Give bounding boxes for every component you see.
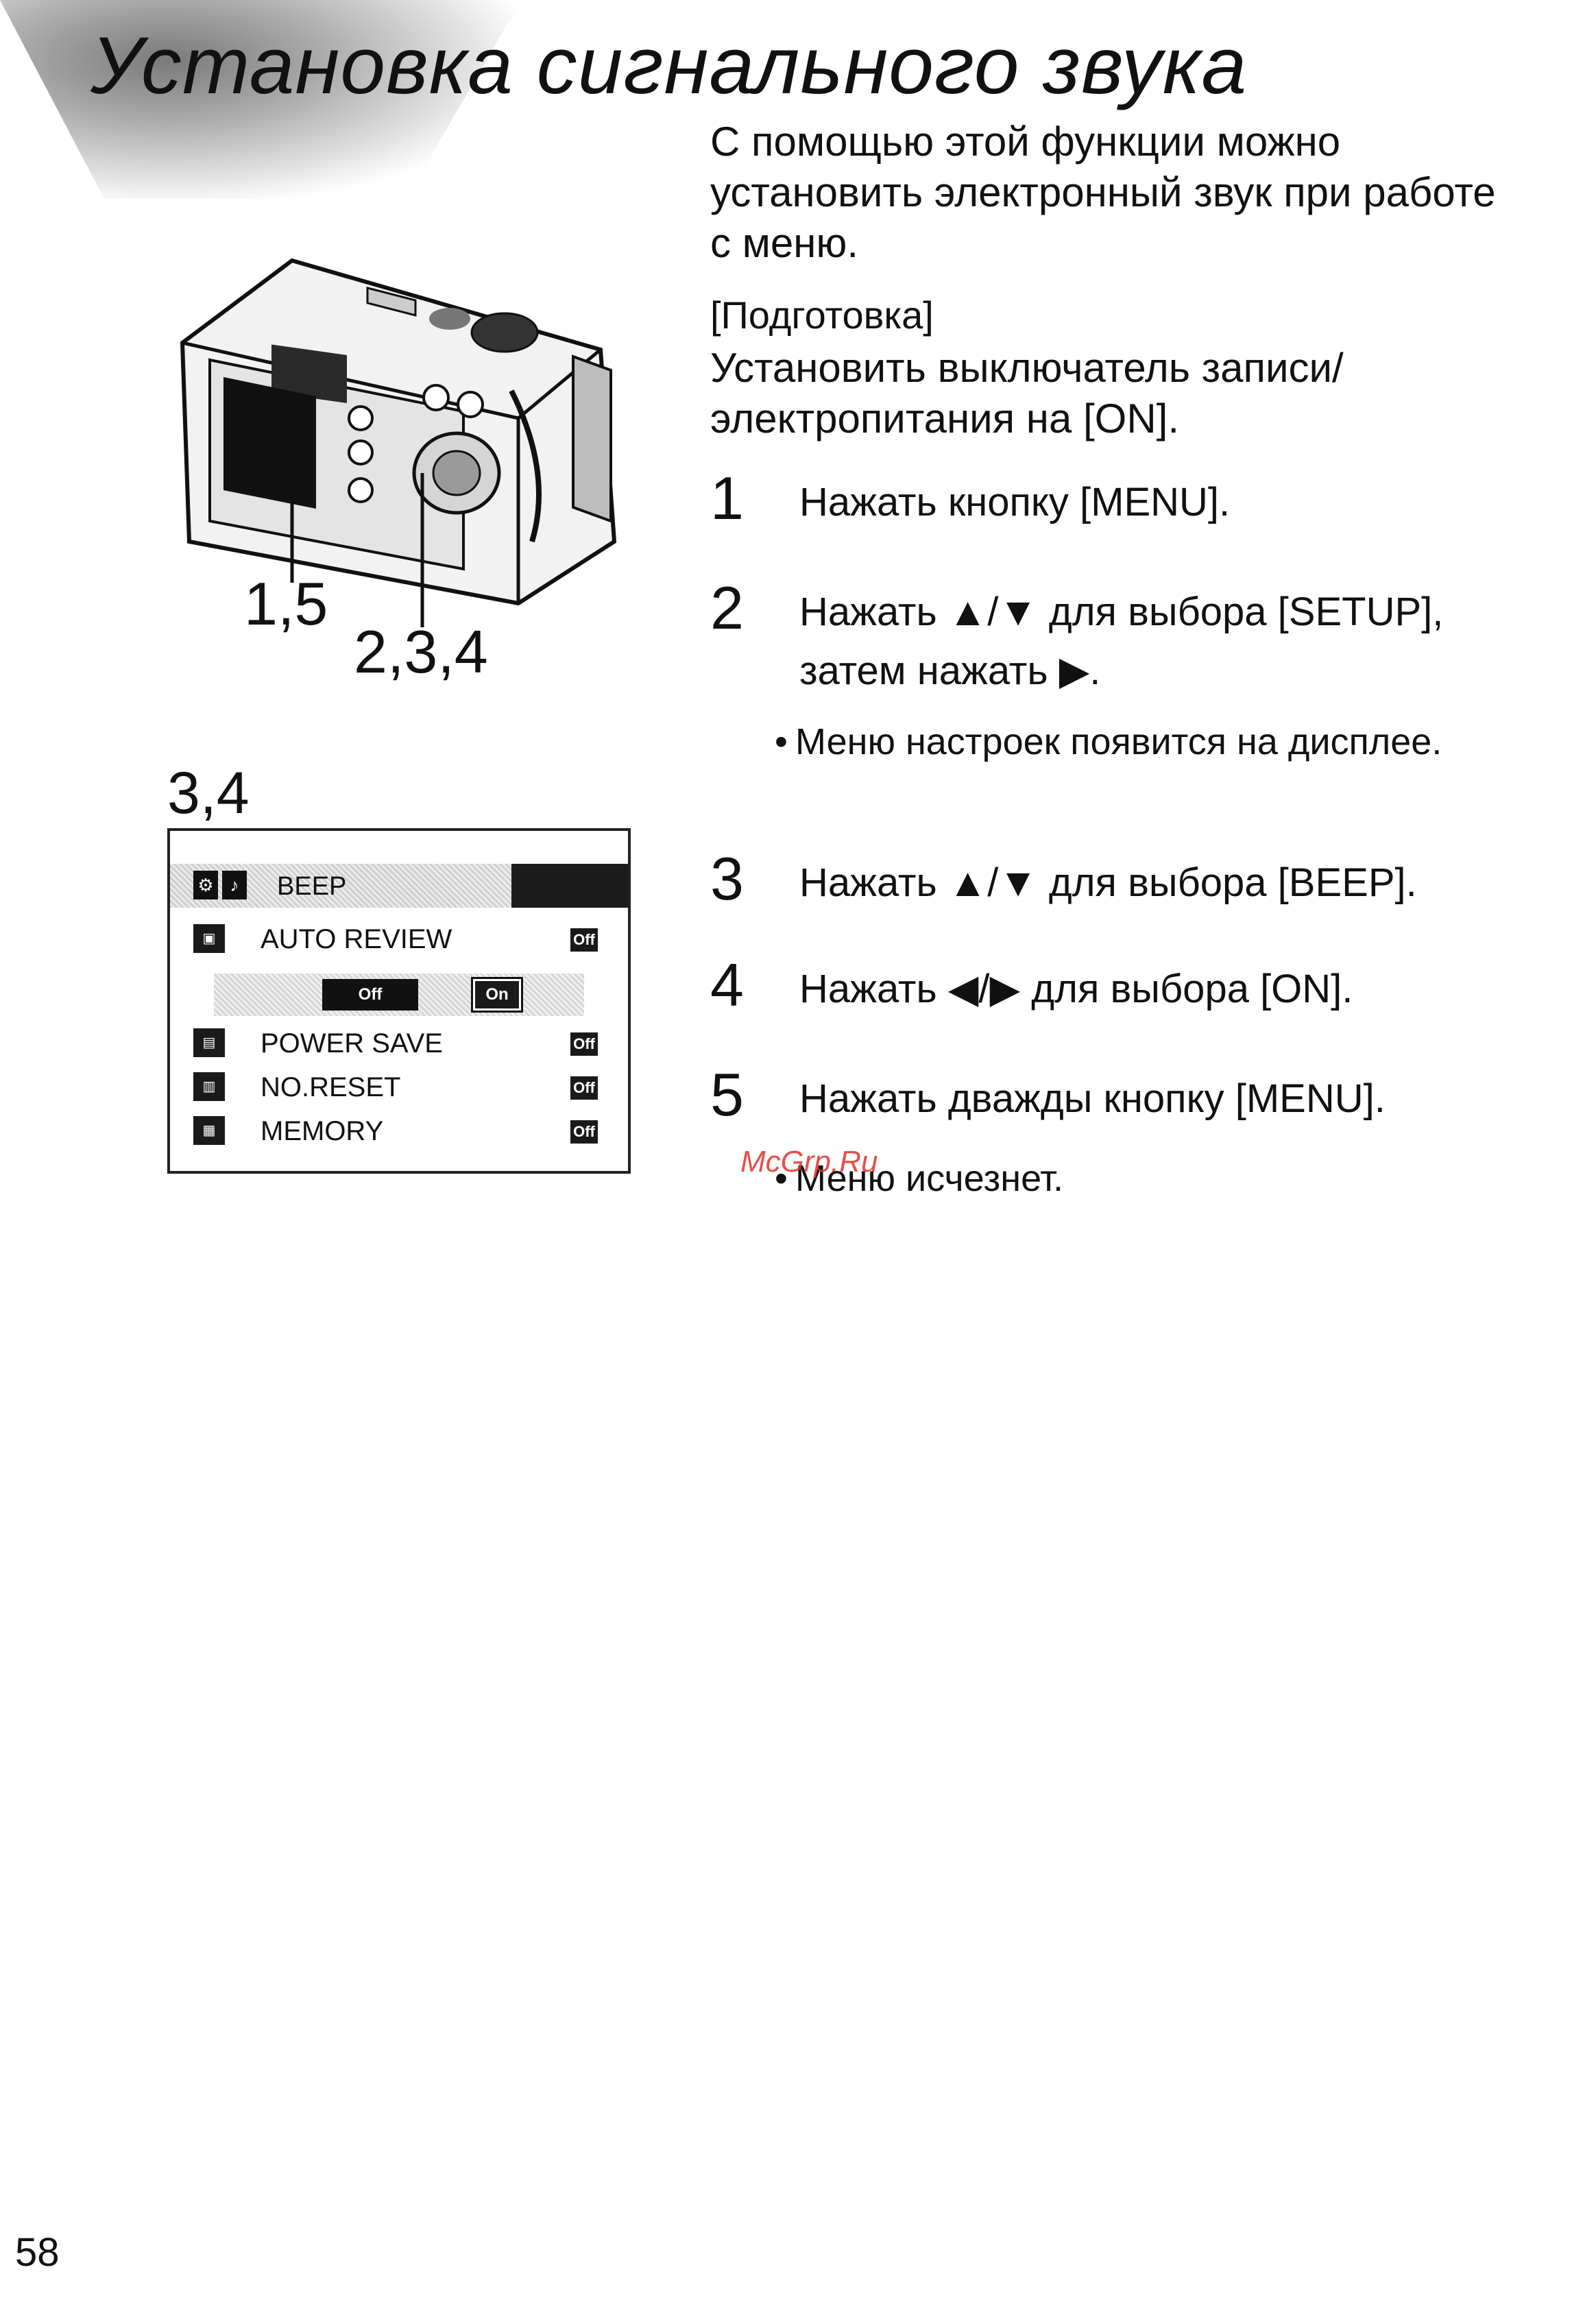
menu-caption: 3,4 — [167, 760, 250, 826]
menu-item-power-save[interactable]: ▤ POWER SAVE Off — [193, 1024, 605, 1063]
power-save-icon: ▤ — [193, 1028, 225, 1057]
setup-icon: ⚙ — [193, 871, 218, 899]
menu-header-label: BEEP — [277, 872, 347, 901]
no-reset-icon: ▥ — [193, 1072, 225, 1101]
beep-option-off[interactable]: Off — [322, 979, 418, 1011]
preparation-label: [Подготовка] — [710, 293, 934, 337]
auto-review-icon: ▣ — [193, 924, 225, 953]
watermark: McGrp.Ru — [740, 1145, 878, 1178]
camera-illustration: 1,5 2,3,4 — [162, 247, 642, 686]
menu-item-no-reset[interactable]: ▥ NO.RESET Off — [193, 1068, 605, 1107]
page-title: Установка сигнального звука — [90, 21, 1248, 111]
menu-screen: ⚙ ♪ BEEP ▣ AUTO REVIEW Off Off On ▤ POWE… — [167, 828, 631, 1174]
intro-text: С помощью этой функции можно установить … — [710, 119, 1496, 266]
speaker-icon: ♪ — [222, 871, 247, 899]
callout-2-3-4: 2,3,4 — [354, 618, 488, 686]
camera-icon — [180, 258, 617, 627]
preparation-text: Установить выключатель записи/ электропи… — [710, 345, 1344, 442]
beep-option-on[interactable]: On — [471, 977, 523, 1013]
step-5-note: •Меню исчезнет. — [775, 1158, 1064, 1199]
menu-header: ⚙ ♪ BEEP — [170, 864, 628, 908]
menu-item-memory[interactable]: ▦ MEMORY Off — [193, 1112, 605, 1150]
beep-option-selector[interactable]: Off On — [214, 974, 584, 1016]
menu-item-auto-review[interactable]: ▣ AUTO REVIEW Off — [193, 920, 605, 958]
step-2-note: •Меню настроек появится на дисплее. — [775, 721, 1442, 762]
callout-1-5: 1,5 — [244, 570, 328, 638]
page-number: 58 — [15, 2230, 60, 2275]
memory-icon: ▦ — [193, 1116, 225, 1145]
